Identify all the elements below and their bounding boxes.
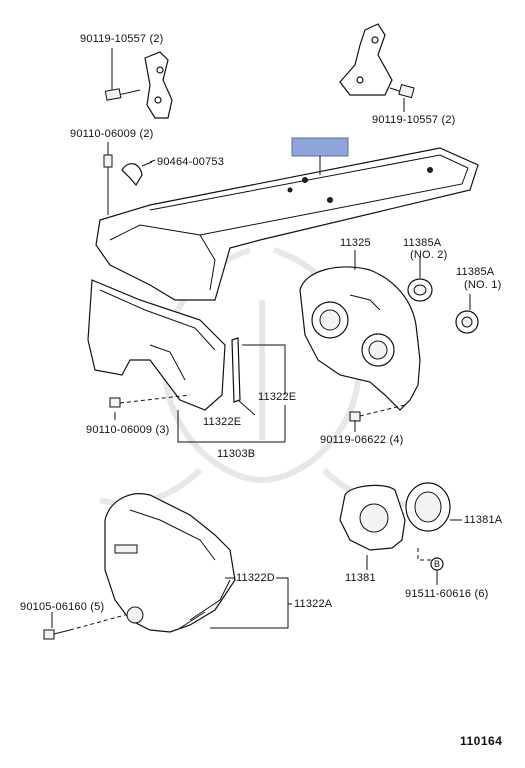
label-rear-plate[interactable]: 11325 — [340, 237, 371, 249]
label-lower-cover-bolt[interactable]: 90105-06160 (5) — [20, 601, 105, 613]
label-clip[interactable]: 90464-00753 — [157, 156, 225, 168]
top-left-bracket[interactable] — [104, 51, 173, 119]
label-cover-bolt[interactable]: 90110-06009 (2) — [70, 128, 154, 140]
label-bracket-bolt-top-right[interactable]: 90119-10557 (2) — [372, 114, 456, 126]
rear-plate-11325[interactable] — [299, 266, 421, 411]
label-gasket-d[interactable]: 11322D — [236, 572, 275, 584]
cover-bolt-stud[interactable] — [103, 154, 113, 215]
label-seal-no1-qualifier[interactable]: (NO. 1) — [464, 279, 502, 291]
label-gasket-e-right[interactable]: 11322E — [258, 391, 297, 403]
cover-no2-bolt[interactable] — [109, 394, 191, 408]
oil-seal-retainer[interactable] — [339, 484, 406, 551]
label-seal-no2-qualifier[interactable]: (NO. 2) — [410, 249, 448, 261]
timing-belt-cover-no3[interactable] — [95, 147, 479, 301]
label-seal-no2[interactable]: 11385A — [403, 237, 442, 249]
gasket-11322d[interactable] — [189, 579, 231, 621]
figure-number: 110164 — [460, 734, 503, 748]
top-right-bracket[interactable] — [339, 23, 415, 99]
label-gasket-e-bottom[interactable]: 11322E — [203, 416, 242, 428]
lower-cover-bolt[interactable] — [43, 614, 126, 640]
label-b-marker: B — [434, 559, 441, 569]
label-retainer-bolt[interactable]: 91511-60616 (6) — [405, 588, 489, 600]
label-plate-bolt[interactable]: 90119-06622 (4) — [320, 434, 404, 446]
b-marker-circle — [430, 557, 444, 571]
label-cover-no2[interactable]: 11303B — [217, 448, 256, 460]
oil-seal-11381a[interactable] — [405, 482, 451, 532]
label-bracket-bolt-top-left[interactable]: 90119-10557 (2) — [80, 33, 164, 45]
label-seal-no1[interactable]: 11385A — [456, 266, 495, 278]
gasket-11322a[interactable] — [179, 611, 206, 629]
leader-lines — [51, 48, 471, 629]
label-retainer[interactable]: 11381 — [345, 572, 376, 584]
label-oil-seal[interactable]: 11381A — [464, 514, 503, 526]
label-gasket-a[interactable]: 11322A — [294, 598, 333, 610]
label-cover-no2-bolt[interactable]: 90110-06009 (3) — [86, 424, 170, 436]
clip[interactable] — [121, 163, 143, 187]
plate-bolt[interactable] — [349, 404, 406, 422]
timing-belt-cover-no2[interactable] — [87, 279, 226, 411]
selected-part-highlight[interactable] — [291, 137, 349, 157]
seal-no1[interactable] — [455, 310, 479, 334]
seal-no2[interactable] — [407, 278, 433, 302]
gasket-11322e[interactable] — [231, 337, 241, 403]
timing-belt-cover-no1[interactable] — [104, 493, 236, 633]
